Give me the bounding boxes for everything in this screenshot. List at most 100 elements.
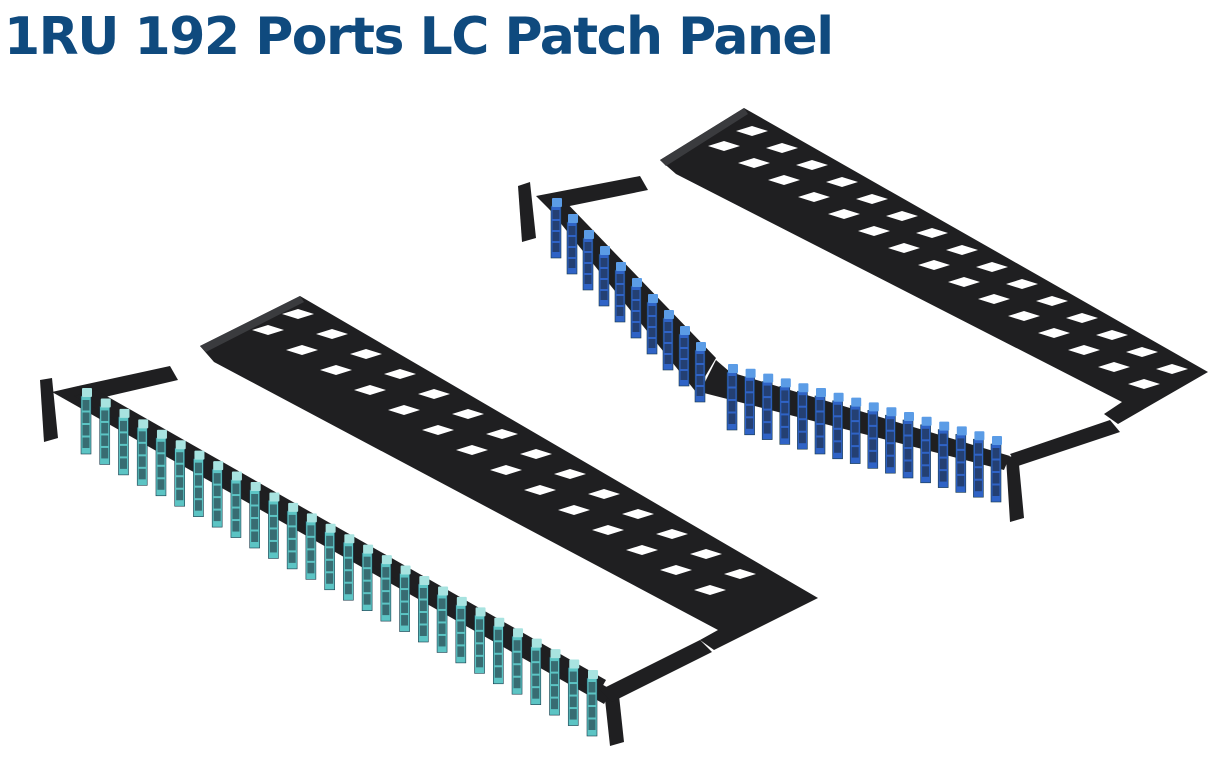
vent-slot (652, 493, 684, 503)
vent-slot (824, 145, 856, 155)
vent-slot (686, 513, 718, 523)
vent-slot (888, 243, 920, 253)
tray-vents (708, 111, 1211, 389)
vent-slot (764, 111, 796, 121)
vent-slot (736, 126, 768, 136)
vent-slot (1156, 364, 1188, 374)
aqua-lc-adapter (286, 502, 299, 570)
blue-lc-adapter (779, 378, 791, 445)
aqua-lc-adapter (99, 398, 111, 465)
aqua-lc-adapter (399, 565, 411, 632)
vent-slot (708, 141, 740, 151)
blue-lc-adapter (662, 310, 674, 371)
vent-slot (252, 325, 284, 335)
back-tray-top-edge (660, 108, 748, 166)
aqua-lc-adapter (492, 617, 505, 685)
tray-vents (252, 293, 786, 595)
vent-slot (694, 585, 726, 595)
blue-lc-adapter (582, 230, 594, 291)
aqua-lc-adapter (530, 638, 542, 705)
vent-slot (858, 226, 890, 236)
vent-slot (918, 260, 950, 270)
aqua-lc-adapter (549, 649, 561, 716)
vent-slot (1094, 298, 1126, 308)
blue-adapter-row-left (550, 198, 706, 403)
right-rail (1010, 420, 1120, 466)
vent-slot (388, 405, 420, 415)
vent-slot (584, 453, 616, 463)
vent-slot (1038, 328, 1070, 338)
blue-lc-adapter (550, 198, 562, 259)
right-rail (600, 640, 712, 702)
vent-slot (456, 445, 488, 455)
aqua-lc-adapter (230, 471, 242, 538)
aqua-lc-adapter (436, 586, 449, 653)
aqua-lc-adapter (118, 408, 130, 476)
blue-lc-adapter (849, 397, 862, 464)
aqua-lc-adapter (567, 659, 580, 726)
vent-slot (766, 143, 798, 153)
blue-lc-adapter (902, 412, 914, 479)
vent-slot (946, 245, 978, 255)
vent-slot (558, 505, 590, 515)
vent-slot (856, 194, 888, 204)
aqua-lc-adapter (174, 440, 186, 507)
aqua-lc-adapter (343, 534, 355, 601)
vent-slot (626, 545, 658, 555)
vent-slot (826, 177, 858, 187)
vent-slot (418, 389, 450, 399)
blue-lc-adapter (646, 294, 658, 355)
blue-lc-adapter (630, 278, 642, 339)
angled-patch-panel (518, 108, 1211, 522)
aqua-lc-adapter (324, 523, 336, 591)
vent-slot (944, 213, 976, 223)
blue-lc-adapter (797, 383, 809, 450)
vent-slot (286, 345, 318, 355)
vent-slot (974, 230, 1006, 240)
vent-slot (422, 425, 454, 435)
vent-slot (350, 349, 382, 359)
aqua-lc-adapter (268, 492, 280, 559)
vent-slot (768, 175, 800, 185)
vent-slot (380, 333, 412, 343)
vent-slot (1036, 296, 1068, 306)
vent-slot (320, 365, 352, 375)
blue-lc-adapter (694, 342, 706, 403)
vent-slot (1128, 379, 1160, 389)
vent-slot (1066, 313, 1098, 323)
blue-lc-adapter (814, 388, 826, 455)
blue-lc-adapter (955, 426, 967, 493)
vent-slot (516, 413, 548, 423)
aqua-lc-adapter (361, 544, 374, 611)
vent-slot (1064, 281, 1096, 291)
blue-lc-adapter (614, 262, 626, 323)
aqua-lc-adapter (211, 461, 224, 528)
blue-lc-adapter (566, 214, 578, 275)
left-rack-ear (40, 378, 58, 442)
blue-lc-adapter (744, 368, 756, 436)
vent-slot (724, 569, 756, 579)
right-rack-ear (1006, 454, 1024, 522)
blue-lc-adapter (920, 416, 932, 484)
vent-slot (886, 211, 918, 221)
aqua-lc-adapter (511, 628, 524, 695)
vent-slot (798, 192, 830, 202)
vent-slot (720, 533, 752, 543)
vent-slot (490, 465, 522, 475)
vent-slot (618, 473, 650, 483)
vent-slot (854, 162, 886, 172)
left-rail (78, 366, 178, 400)
vent-slot (1098, 362, 1130, 372)
blue-lc-adapter (832, 392, 844, 460)
vent-slot (452, 409, 484, 419)
vent-slot (316, 329, 348, 339)
vent-slot (592, 525, 624, 535)
vent-slot (550, 433, 582, 443)
vent-slot (588, 489, 620, 499)
vent-slot (1184, 349, 1211, 359)
vent-slot (914, 196, 946, 206)
blue-lc-adapter (761, 373, 774, 440)
aqua-lc-adapter (193, 450, 205, 517)
